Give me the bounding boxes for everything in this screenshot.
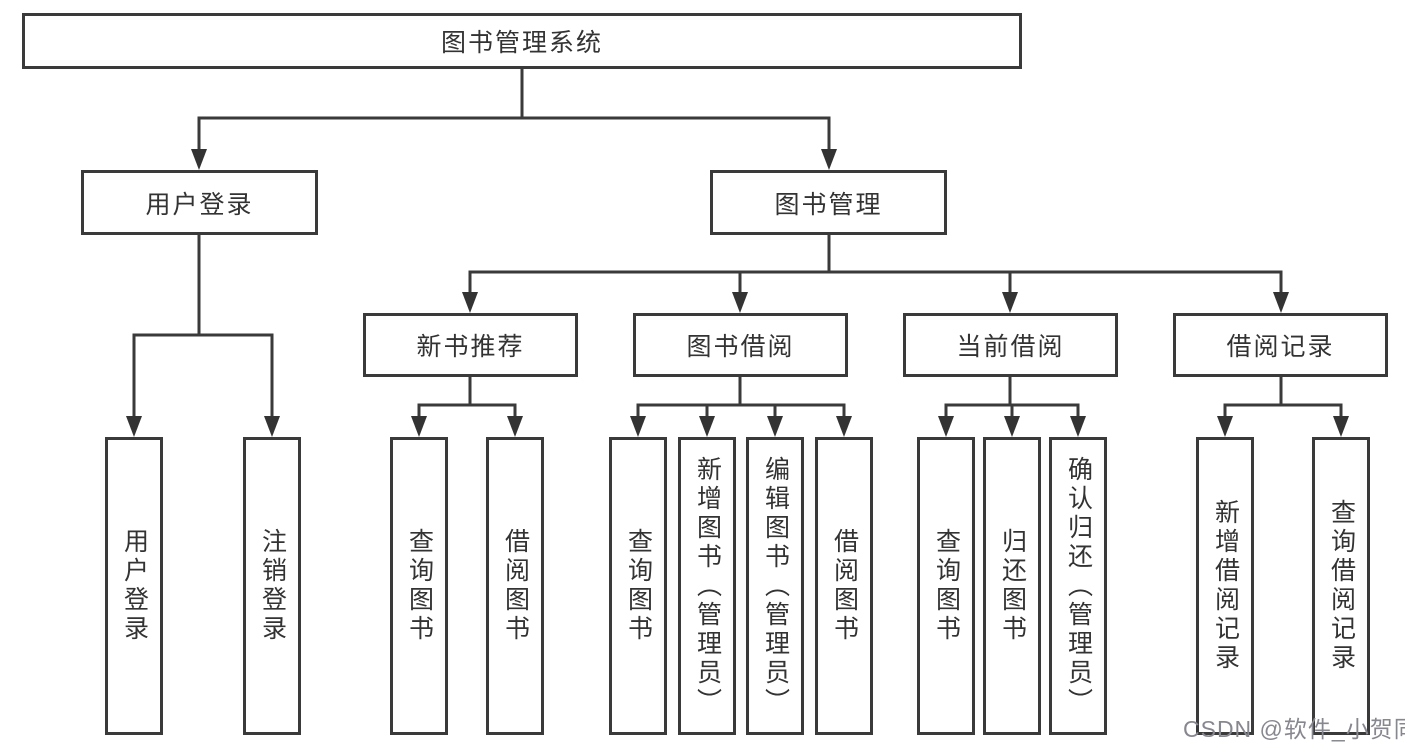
leaf-cb-return-book: 归还图书 <box>983 437 1041 735</box>
node-current-borrow: 当前借阅 <box>903 313 1118 377</box>
leaf-br-query-record-label: 查询借阅记录 <box>1327 499 1356 673</box>
leaf-bb-query-book-label: 查询图书 <box>624 528 653 644</box>
leaf-cb-query-book-label: 查询图书 <box>932 528 961 644</box>
leaf-user-login: 用户登录 <box>105 437 163 735</box>
node-new-book-recommend: 新书推荐 <box>363 313 578 377</box>
leaf-cb-query-book: 查询图书 <box>917 437 975 735</box>
leaf-cb-confirm-return-admin: 确认归还（管理员） <box>1049 437 1107 735</box>
leaf-bb-borrow-book: 借阅图书 <box>815 437 873 735</box>
node-root: 图书管理系统 <box>22 13 1022 69</box>
node-borrow-record: 借阅记录 <box>1173 313 1388 377</box>
node-book-borrow: 图书借阅 <box>633 313 848 377</box>
leaf-logout: 注销登录 <box>243 437 301 735</box>
leaf-bb-edit-book-admin-label: 编辑图书（管理员） <box>761 455 790 717</box>
leaf-nbr-borrow-book-label: 借阅图书 <box>501 528 530 644</box>
leaf-nbr-query-book: 查询图书 <box>390 437 448 735</box>
leaf-cb-confirm-return-admin-label: 确认归还（管理员） <box>1064 455 1093 717</box>
leaf-cb-return-book-label: 归还图书 <box>998 528 1027 644</box>
node-book-manage-label: 图书管理 <box>774 190 883 219</box>
node-book-manage: 图书管理 <box>710 170 947 235</box>
leaf-user-login-label: 用户登录 <box>120 528 149 644</box>
leaf-bb-borrow-book-label: 借阅图书 <box>830 528 859 644</box>
leaf-nbr-borrow-book: 借阅图书 <box>486 437 544 735</box>
leaf-br-add-record-label: 新增借阅记录 <box>1211 499 1240 673</box>
leaf-bb-add-book-admin: 新增图书（管理员） <box>678 437 736 735</box>
leaf-nbr-query-book-label: 查询图书 <box>405 528 434 644</box>
node-new-book-recommend-label: 新书推荐 <box>416 333 525 361</box>
node-root-label: 图书管理系统 <box>440 29 603 57</box>
node-user-login-label: 用户登录 <box>145 190 254 219</box>
leaf-logout-label: 注销登录 <box>258 528 287 644</box>
leaf-br-query-record: 查询借阅记录 <box>1312 437 1370 735</box>
node-book-borrow-label: 图书借阅 <box>686 333 795 361</box>
leaf-bb-query-book: 查询图书 <box>609 437 667 735</box>
leaf-br-add-record: 新增借阅记录 <box>1196 437 1254 735</box>
leaf-bb-add-book-admin-label: 新增图书（管理员） <box>693 455 722 717</box>
node-user-login: 用户登录 <box>81 170 318 235</box>
node-borrow-record-label: 借阅记录 <box>1226 333 1335 361</box>
leaf-bb-edit-book-admin: 编辑图书（管理员） <box>746 437 804 735</box>
watermark: CSDN @软件_小贺同学 <box>1183 716 1405 742</box>
node-current-borrow-label: 当前借阅 <box>956 333 1065 361</box>
